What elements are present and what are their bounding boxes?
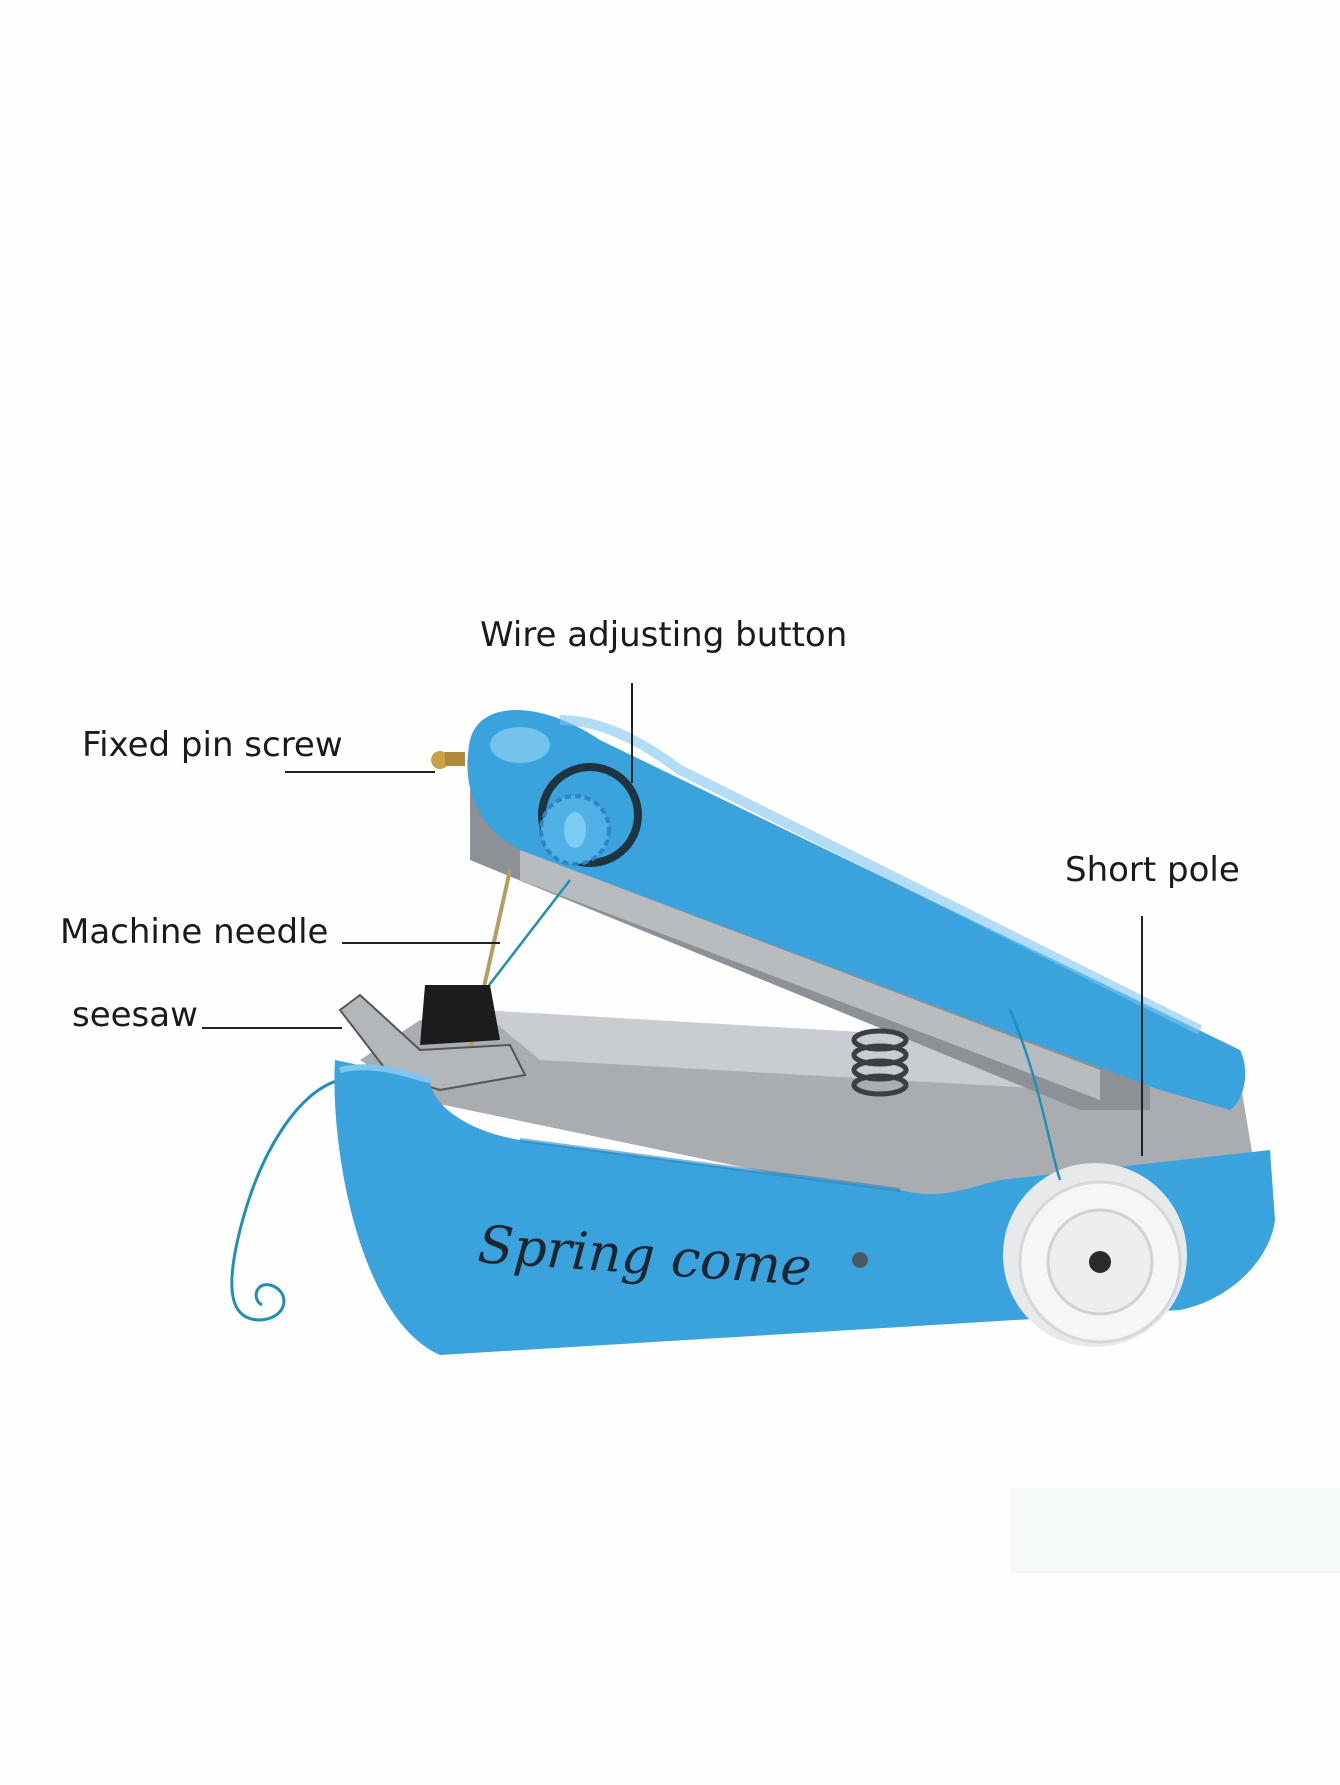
callout-fixed-pin-screw: Fixed pin screw bbox=[82, 725, 343, 765]
fixed-pin-screw-part bbox=[431, 751, 465, 769]
background-patch bbox=[1010, 1488, 1340, 1573]
wire-adjusting-knob bbox=[538, 763, 642, 867]
upper-arm bbox=[467, 710, 1246, 1110]
logo-registered-mark bbox=[852, 1252, 868, 1268]
loose-thread bbox=[230, 1078, 341, 1322]
spring bbox=[851, 1028, 909, 1097]
leader-line-short-pole bbox=[1141, 916, 1143, 1156]
callout-wire-adjusting-button: Wire adjusting button bbox=[480, 615, 848, 655]
callout-machine-needle: Machine needle bbox=[60, 912, 329, 952]
callout-seesaw: seesaw bbox=[72, 995, 198, 1035]
leader-line-fixed-pin-screw bbox=[285, 771, 435, 773]
leader-line-wire-adjusting-button bbox=[631, 683, 633, 783]
leader-line-machine-needle bbox=[342, 942, 500, 944]
spool-wheel bbox=[1003, 1163, 1187, 1347]
callout-short-pole: Short pole bbox=[1065, 850, 1240, 890]
leader-line-seesaw bbox=[202, 1027, 342, 1029]
